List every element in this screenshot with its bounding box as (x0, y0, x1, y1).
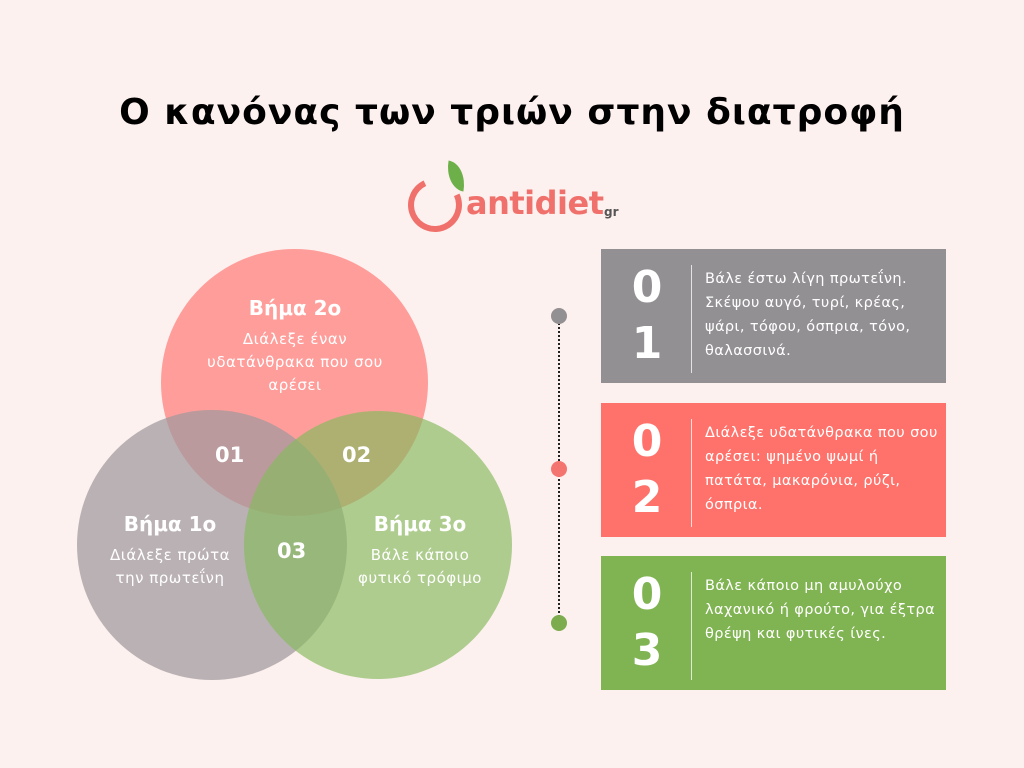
page-title: Ο κανόνας των τριών στην διατροφή (119, 92, 905, 133)
venn-label-step2: Βήμα 2ο Διάλεξε έναν υδατάνθρακα που σου… (170, 296, 420, 397)
step-number: 0 3 (601, 556, 693, 690)
divider (691, 419, 692, 527)
venn-label-step3: Βήμα 3ο Βάλε κάποιο φυτικό τρόφιμο (340, 512, 500, 590)
antidiet-logo: antidiet gr (400, 160, 634, 240)
venn-body-line: Διάλεξε έναν (242, 330, 348, 348)
divider (691, 572, 692, 680)
venn-heading: Βήμα 2ο (248, 296, 342, 320)
timeline-dot-3 (551, 615, 567, 631)
intersection-01: 01 (215, 443, 245, 467)
venn-body: Διάλεξε πρώτα την πρωτεΐνη (90, 544, 250, 590)
step-number: 0 2 (601, 403, 693, 537)
logo-tld: gr (604, 205, 619, 219)
venn-heading: Βήμα 3ο (373, 512, 467, 536)
step-description: Βάλε έστω λίγη πρωτεΐνη. Σκέψου αυγό, τυ… (705, 271, 911, 359)
step-description: Διάλεξε υδατάνθρακα που σου αρέσει: ψημέ… (705, 425, 938, 513)
timeline-dot-1 (551, 308, 567, 324)
venn-label-step1: Βήμα 1ο Διάλεξε πρώτα την πρωτεΐνη (90, 512, 250, 590)
logo-word: antidiet (466, 184, 604, 222)
venn-body-line: υδατάνθρακα που σου (207, 353, 383, 371)
step-card-1: 0 1 Βάλε έστω λίγη πρωτεΐνη. Σκέψου αυγό… (601, 249, 946, 383)
step-description: Βάλε κάποιο μη αμυλούχο λαχανικό ή φρούτ… (705, 578, 936, 642)
intersection-03: 03 (277, 539, 307, 563)
timeline-dot-2 (551, 461, 567, 477)
venn-circle-step3 (244, 411, 512, 679)
venn-heading: Βήμα 1ο (123, 512, 217, 536)
venn-body-line: Διάλεξε πρώτα (110, 546, 230, 564)
venn-body-line: Βάλε κάποιο (370, 546, 470, 564)
step-digit: 2 (631, 472, 663, 523)
divider (691, 265, 692, 373)
step-number: 0 1 (601, 249, 693, 383)
venn-body-line: την πρωτεΐνη (115, 569, 225, 587)
step-digit: 0 (631, 262, 663, 313)
venn-body: Βάλε κάποιο φυτικό τρόφιμο (340, 544, 500, 590)
step-card-2: 0 2 Διάλεξε υδατάνθρακα που σου αρέσει: … (601, 403, 946, 537)
intersection-02: 02 (342, 443, 372, 467)
step-card-3: 0 3 Βάλε κάποιο μη αμυλούχο λαχανικό ή φ… (601, 556, 946, 690)
venn-body-line: αρέσει (268, 376, 322, 394)
venn-body-line: φυτικό τρόφιμο (358, 569, 482, 587)
step-digit: 0 (631, 416, 663, 467)
step-digit: 1 (631, 318, 663, 369)
step-digit: 3 (631, 625, 663, 676)
step-digit: 0 (631, 569, 663, 620)
venn-body: Διάλεξε έναν υδατάνθρακα που σου αρέσει (170, 328, 420, 397)
